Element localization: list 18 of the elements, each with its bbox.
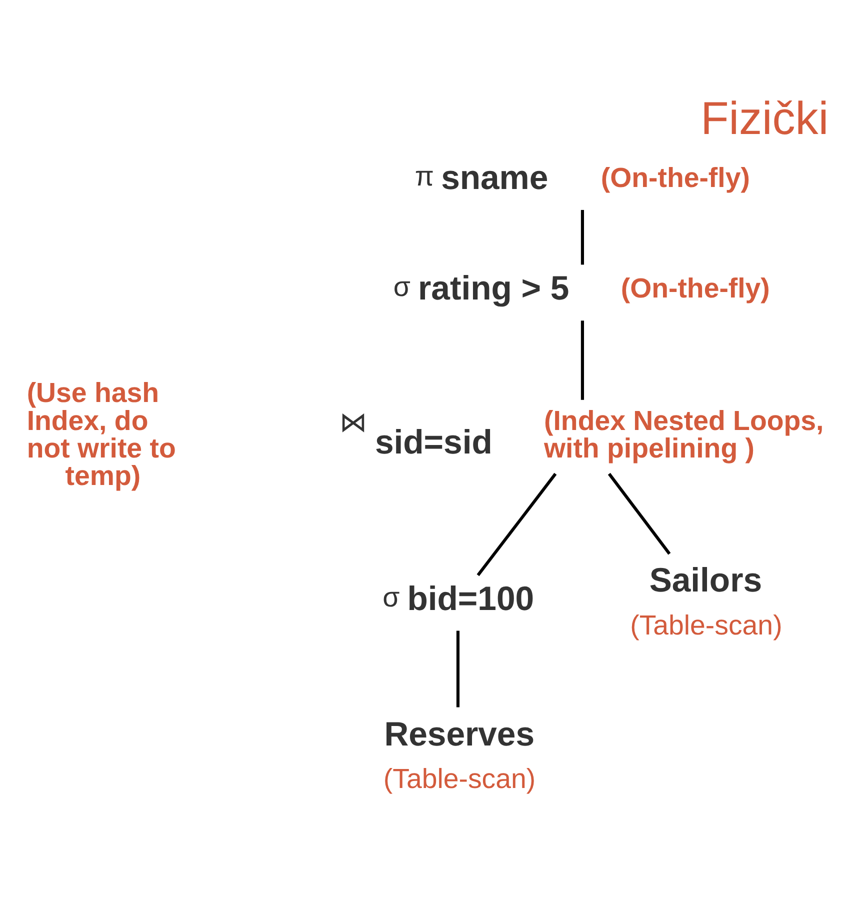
- node-text: Sailors: [649, 562, 762, 600]
- node-text: σ bid=100: [382, 580, 534, 618]
- node-label: (On-the-fly): [600, 162, 750, 194]
- connector: [476, 472, 557, 576]
- node-label: (On-the-fly): [620, 272, 770, 304]
- node-text: Reserves: [384, 715, 535, 754]
- connector: [608, 472, 671, 555]
- node-label: (Index Nested Loops, with pipelining ): [544, 404, 824, 464]
- connector: [580, 320, 584, 400]
- label: (Use hash Index, do not write to temp): [26, 377, 176, 492]
- node-text: π sname: [414, 158, 548, 197]
- connector: [456, 630, 460, 708]
- node-text: σ rating > 5: [393, 270, 570, 308]
- node-label: (Table-scan): [630, 609, 782, 640]
- node-text: ⋈ sid=sid: [340, 406, 492, 462]
- node-label: (Table-scan): [383, 763, 536, 794]
- connector: [580, 210, 584, 265]
- diagram-title: Fizički: [700, 92, 829, 144]
